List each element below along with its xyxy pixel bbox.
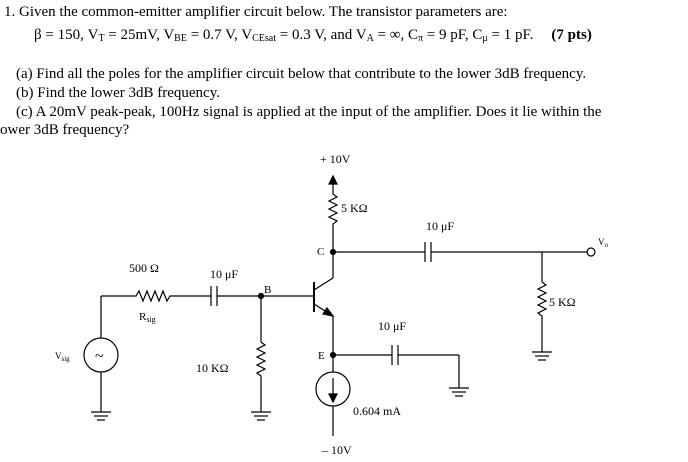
vo-terminal	[586, 247, 596, 257]
param-cpi: Cπ = 9 pF,	[407, 27, 469, 44]
rsig-name-label: Rsig	[139, 311, 156, 324]
param-vt: VT = 25mV,	[87, 27, 160, 44]
cout-label: 10 μF	[426, 219, 454, 233]
cin-label: 10 μF	[210, 267, 238, 281]
param-cmu: Cμ = 1 pF.	[472, 27, 534, 44]
problem-intro: 1. Given the common-emitter amplifier ci…	[4, 4, 508, 21]
problem-intro-text: Given the common-emitter amplifier circu…	[19, 4, 508, 20]
rsig-resistor	[101, 289, 178, 303]
vee-label: – 10V	[321, 443, 352, 457]
problem-number: 1.	[4, 4, 16, 20]
part-c-continued: ower 3dB frequency?	[0, 122, 130, 138]
param-vcesat: VCEsat = 0.3 V, and	[241, 27, 353, 44]
parameter-line: β = 150, VT = 25mV, VBE = 0.7 V, VCEsat …	[34, 27, 592, 44]
ac-source-symbol-icon: ~	[95, 348, 104, 365]
param-beta: β = 150,	[34, 27, 84, 43]
node-b-label: B	[264, 284, 271, 296]
rc-resistor	[327, 188, 339, 228]
vo-label: Vo	[598, 237, 609, 249]
circuit-diagram: + 10V 5 KΩ C 10 μF Vo 5 KΩ B 10 μF E 0.6…	[55, 152, 609, 457]
rb-label: 10 KΩ	[196, 361, 229, 375]
current-label: 0.604 mA	[353, 404, 401, 418]
part-a: (a) Find all the poles for the amplifier…	[16, 66, 587, 82]
part-c: (c) A 20mV peak-peak, 100Hz signal is ap…	[16, 104, 602, 120]
points-label: (7 pts)	[551, 27, 592, 43]
vcc-arrow-icon	[328, 174, 338, 185]
vcc-label: + 10V	[320, 152, 351, 166]
vsig-label: Vsig	[55, 351, 70, 363]
emitter-arrow-icon	[322, 306, 335, 317]
rsig-value-label: 500 Ω	[129, 261, 159, 275]
node-c-label: C	[317, 246, 324, 258]
rc-label: 5 KΩ	[341, 201, 368, 215]
rb-resistor	[255, 341, 267, 412]
rl-label: 5 KΩ	[549, 295, 576, 309]
transistor-collector-leg	[313, 277, 334, 291]
param-va: VA = ∞,	[355, 27, 405, 44]
node-e-label: E	[318, 350, 325, 362]
part-b: (b) Find the lower 3dB frequency.	[16, 85, 220, 101]
ce-label: 10 μF	[378, 319, 406, 333]
param-vbe: VBE = 0.7 V,	[163, 27, 238, 44]
rl-resistor	[536, 281, 548, 352]
